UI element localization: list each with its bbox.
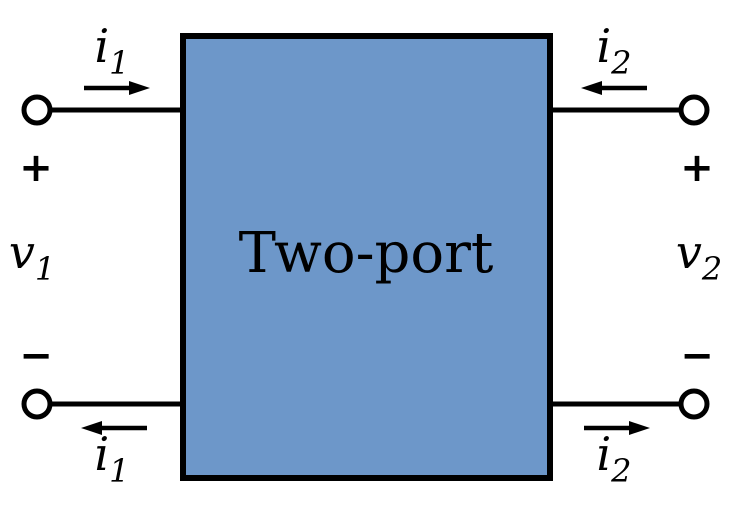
port1-top-terminal [21, 94, 53, 126]
i2-top-label: i2 [596, 19, 631, 82]
two-port-box-label: Two-port [239, 221, 494, 286]
i1-top-label-sub: 1 [109, 44, 129, 82]
minus-sign-left: − [19, 333, 53, 379]
i2-bottom-label: i2 [596, 427, 631, 490]
minus-sign-right: − [680, 333, 714, 379]
port2-top-terminal [678, 94, 710, 126]
i1-top-label-base: i [94, 19, 109, 73]
i1-bottom-label-base: i [94, 427, 109, 481]
two-port-box [180, 33, 553, 481]
port2-bottom-terminal [678, 388, 710, 420]
i1-top-label: i1 [94, 19, 129, 82]
i1-bottom-arrow-icon [81, 421, 147, 435]
port1-bottom-terminal [21, 388, 53, 420]
i2-bottom-arrow-icon [584, 421, 650, 435]
i1-bottom-label: i1 [94, 427, 129, 490]
plus-sign-left: + [19, 145, 53, 191]
v2-label-sub: 2 [701, 250, 722, 288]
i2-bottom-label-sub: 2 [610, 452, 631, 490]
i2-bottom-label-base: i [596, 427, 611, 481]
v1-label: v1 [9, 225, 55, 288]
i2-top-label-sub: 2 [610, 44, 631, 82]
v1-label-base: v [9, 225, 35, 279]
v2-label: v2 [676, 225, 722, 288]
i1-bottom-label-sub: 1 [109, 452, 129, 490]
v1-label-sub: 1 [35, 250, 55, 288]
i2-top-label-base: i [596, 19, 611, 73]
i1-top-arrow-icon [84, 81, 150, 95]
i2-top-arrow-icon [581, 81, 647, 95]
v2-label-base: v [676, 225, 702, 279]
plus-sign-right: + [680, 145, 714, 191]
